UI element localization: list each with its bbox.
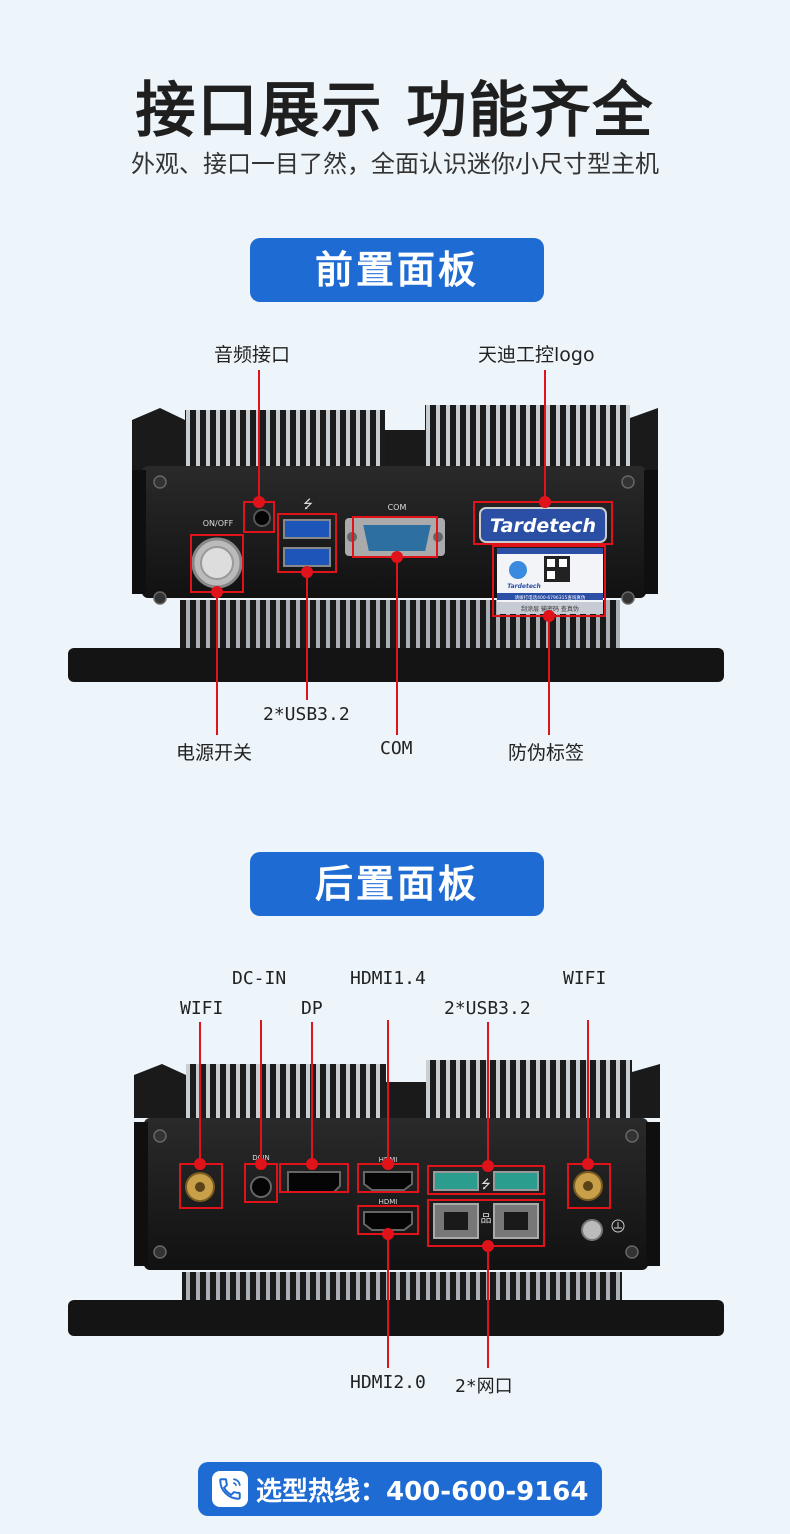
front-panel-device: ON/OFF ⭍ COM Tardetech Tardetech 请拨打电话40…	[68, 370, 724, 735]
rear-panel-device: DCIN HDMI HDMI ⭍ 品	[68, 1020, 724, 1368]
tardetech-logo-badge	[479, 507, 607, 543]
label-wifi-left: WIFI	[180, 998, 224, 1019]
usb-symbol-icon: ⭍	[303, 497, 313, 511]
front-panel-banner: 前置面板	[250, 238, 544, 302]
com-port[interactable]	[360, 523, 434, 553]
label-hdmi14: HDMI1.4	[350, 968, 426, 989]
label-power-switch: 电源开关	[176, 742, 253, 764]
front-usb-port-2[interactable]	[283, 547, 331, 567]
rear-usb-port-2[interactable]	[493, 1171, 539, 1191]
label-dc-in: DC-IN	[232, 968, 287, 989]
onoff-text: ON/OFF	[203, 519, 234, 528]
label-dp: DP	[301, 998, 323, 1019]
label-audio-port: 音频接口	[214, 344, 291, 366]
front-usb-port-1[interactable]	[283, 519, 331, 539]
rear-heatsink-bottom	[182, 1272, 622, 1302]
ground-icon	[611, 1219, 625, 1233]
label-front-com: COM	[380, 738, 413, 759]
dc-in-jack[interactable]	[250, 1176, 272, 1198]
rear-heatsink-top	[134, 1060, 660, 1120]
brand-logo-text: Tardetech	[490, 515, 596, 537]
rear-mounting-plate	[68, 1300, 724, 1336]
label-wifi-right: WIFI	[563, 968, 607, 989]
page-title: 接口展示 功能齐全	[135, 76, 655, 146]
front-heatsink-top	[132, 405, 658, 470]
displayport-port[interactable]	[287, 1171, 341, 1193]
ground-screw	[581, 1219, 603, 1241]
rear-panel-banner: 后置面板	[250, 852, 544, 916]
audio-jack[interactable]	[253, 509, 271, 527]
rear-screws	[153, 1129, 639, 1259]
label-logo: 天迪工控logo	[478, 344, 595, 366]
front-screws	[153, 475, 635, 605]
sticker-line2: 刮涂层 输密码 查真伪	[521, 605, 579, 613]
label-front-usb: 2*USB3.2	[263, 704, 350, 725]
phone-icon	[212, 1471, 248, 1507]
hotline-button[interactable]: 选型热线：400-600-9164	[198, 1462, 602, 1516]
label-lan: 2*网口	[455, 1376, 513, 1397]
hdmi14-port[interactable]	[363, 1171, 413, 1191]
label-hdmi20: HDMI2.0	[350, 1372, 426, 1393]
rear-faceplate	[144, 1118, 648, 1270]
network-icon: 品	[481, 1212, 492, 1225]
label-rear-usb: 2*USB3.2	[444, 998, 531, 1019]
page-subtitle: 外观、接口一目了然，全面认识迷你小尺寸型主机	[131, 150, 659, 178]
rear-usb-symbol-icon: ⭍	[481, 1177, 491, 1191]
hdmi-bottom-text: HDMI	[379, 1198, 398, 1206]
sticker-brand-text: Tardetech	[507, 583, 541, 590]
hotline-text: 选型热线：400-600-9164	[256, 1476, 589, 1507]
label-anti-counterfeit: 防伪标签	[508, 742, 585, 764]
sticker-line1: 请拨打电话400-6796315查询真伪	[515, 594, 586, 601]
hdmi20-port[interactable]	[363, 1211, 413, 1231]
rear-usb-port-1[interactable]	[433, 1171, 479, 1191]
com-text: COM	[388, 503, 407, 512]
